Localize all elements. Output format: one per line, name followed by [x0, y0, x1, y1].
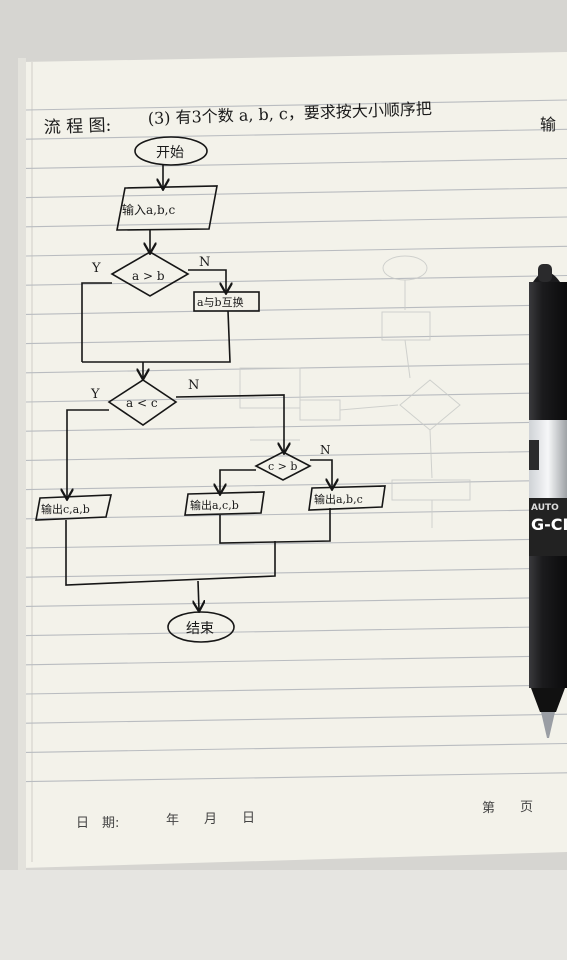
pen-grip	[529, 556, 567, 688]
desk-lower	[0, 870, 567, 960]
ruled-line	[25, 596, 567, 607]
output-acb-box	[184, 491, 265, 516]
page-binding	[18, 58, 26, 870]
output-cab-box	[35, 494, 113, 521]
ruled-line	[25, 655, 567, 666]
ruled-line	[25, 304, 567, 315]
ruled-line	[25, 508, 567, 520]
problem-continued: 输	[540, 115, 556, 134]
ruled-line	[25, 333, 567, 345]
ruled-line	[25, 567, 567, 578]
d1-yes-label: Y	[91, 261, 101, 276]
d1-label: a > b	[132, 269, 165, 283]
swap-box	[193, 291, 260, 312]
swap-label: a与b互换	[197, 295, 244, 309]
ruled-line	[25, 479, 567, 491]
pen-upper-body	[529, 282, 567, 420]
pen-label-text: G-CI	[531, 515, 567, 534]
footer-page-prefix: 第	[482, 801, 495, 816]
end-label: 结束	[186, 621, 214, 637]
footer-year-label: 年	[166, 813, 179, 828]
pen-tip	[541, 712, 555, 738]
d2-no-label: N	[188, 378, 199, 393]
input-box	[116, 185, 218, 231]
page-footer: 日 期: 年 月 日 第 页	[76, 800, 533, 831]
start-terminal	[134, 136, 208, 166]
ruled-line	[25, 391, 567, 403]
pen: AUTO G-CI	[529, 264, 567, 738]
footer-month-label: 月	[204, 812, 217, 827]
ruled-line	[25, 99, 567, 111]
d2-label: a < c	[126, 396, 158, 410]
d2-no-line	[175, 394, 284, 452]
decision-c-gt-b	[254, 451, 312, 481]
d1-no-label: N	[199, 255, 210, 270]
ruled-line	[25, 742, 567, 753]
bleed-through-sketch	[239, 255, 471, 528]
footer-date-label: 日 期:	[76, 816, 119, 831]
ruled-line	[25, 245, 567, 257]
ruled-line	[25, 450, 567, 461]
d2-yes-line	[67, 409, 109, 498]
merge-line-1	[82, 310, 231, 363]
ruled-line	[25, 625, 567, 637]
pen-button	[538, 264, 552, 282]
ruled-line	[25, 421, 567, 432]
ruled-line	[25, 274, 567, 286]
footer-day-label: 日	[242, 811, 255, 826]
page-heading: 流 程 图:	[43, 116, 111, 138]
end-terminal	[167, 611, 235, 643]
decision-a-gt-b	[110, 251, 190, 297]
pen-clip	[529, 440, 539, 470]
pen-brand-text: AUTO	[531, 503, 559, 513]
ruled-line	[25, 538, 567, 549]
ruled-lines	[25, 99, 567, 783]
output-acb-label: 输出a,c,b	[190, 498, 239, 512]
ruled-line	[25, 187, 567, 199]
ruled-line	[25, 216, 567, 228]
ruled-line	[25, 684, 567, 695]
footer-page-suffix: 页	[520, 800, 533, 815]
input-label: 输入a,b,c	[122, 202, 175, 217]
pen-cone	[531, 688, 565, 712]
output-abc-label: 输出a,b,c	[314, 492, 363, 506]
d3-no-label: N	[320, 443, 331, 457]
d3-no-line	[310, 459, 332, 488]
pen-label-band	[529, 498, 567, 556]
d1-yes-line	[81, 282, 112, 362]
output-cab-label: 输出c,a,b	[41, 502, 90, 516]
ruled-line	[25, 772, 567, 783]
output-abc-box	[308, 485, 386, 511]
ruled-line	[25, 157, 567, 169]
arrow-to-end	[198, 580, 199, 610]
d3-label: c > b	[268, 460, 297, 473]
d2-yes-label: Y	[90, 387, 100, 402]
d3-yes-line	[220, 469, 256, 493]
decision-a-lt-c	[107, 379, 178, 426]
flowchart	[35, 136, 386, 643]
ruled-line	[25, 128, 567, 140]
d1-no-line	[188, 269, 226, 292]
ruled-line	[25, 713, 567, 724]
merge-line-3	[65, 520, 276, 586]
start-label: 开始	[156, 145, 184, 161]
